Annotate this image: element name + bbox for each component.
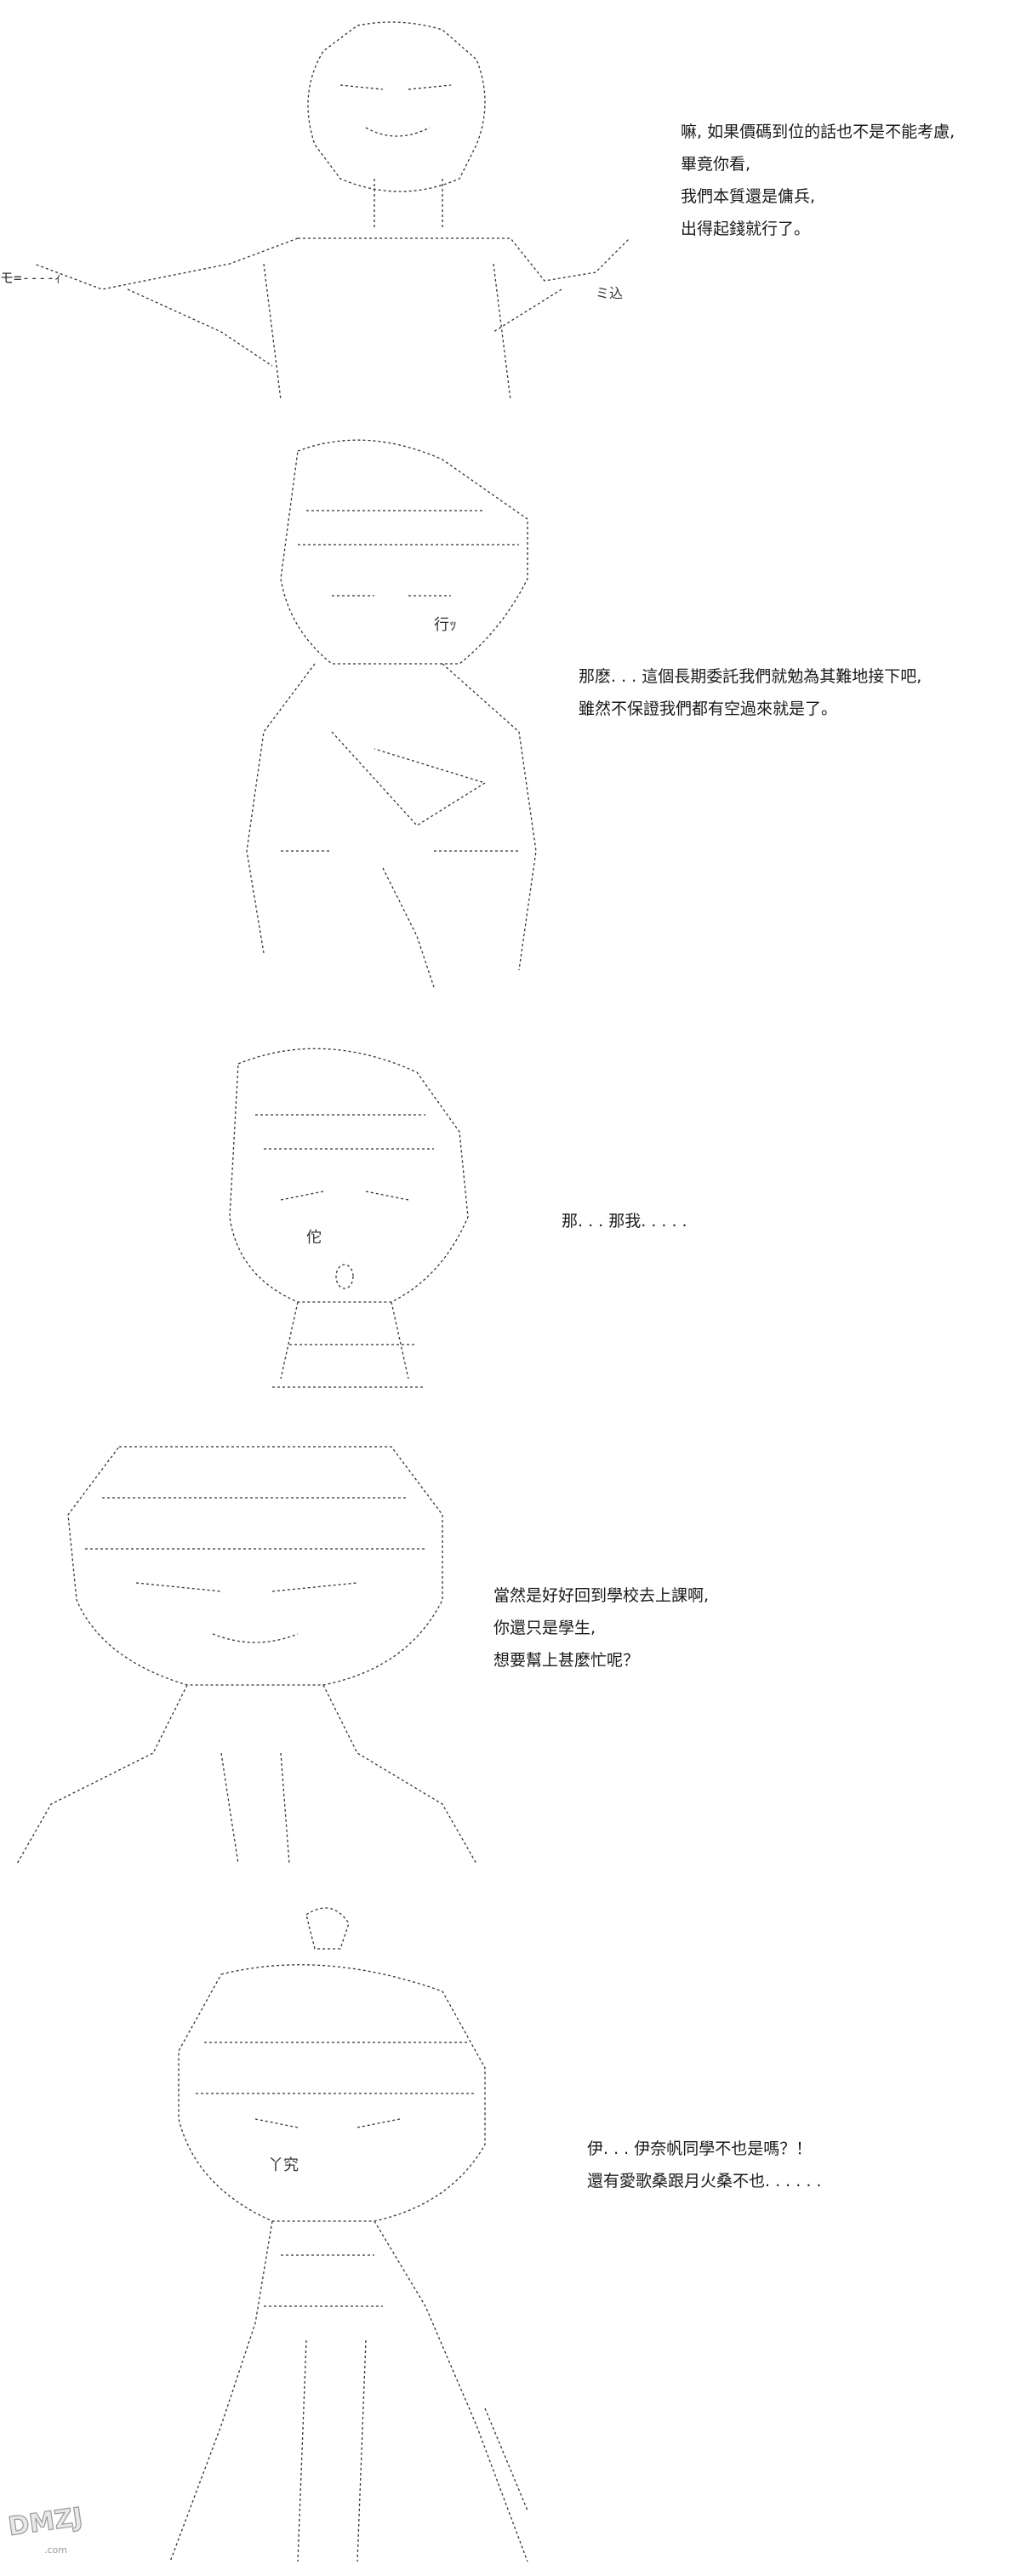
site-watermark-logo: DMZJ .com: [6, 2500, 88, 2568]
art-label-left: モ=----ｨ: [0, 270, 61, 286]
dialogue-box-1: 嘛, 如果價碼到位的話也不是不能考慮, 畢竟你看, 我們本質還是傭兵, 出得起錢…: [681, 116, 955, 245]
art-label-right: ミ込: [596, 285, 623, 301]
ascii-art-figure-surprised: 佗: [136, 1021, 519, 1404]
watermark-logo-text: DMZJ: [7, 2502, 84, 2542]
ascii-art-figure-standing: 丫究: [85, 1898, 562, 2570]
dialogue-line: 想要幫上甚麼忙呢？: [493, 1651, 640, 1670]
ascii-art-figure-shrugging: モ=----ｨ ミ込: [0, 9, 664, 400]
art-label: 行ｯ: [434, 616, 457, 634]
dialogue-line: 嘛, 如果價碼到位的話也不是不能考慮,: [681, 123, 955, 141]
panel-4: 當然是好好回到學校去上課啊, 你還只是學生, 想要幫上甚麼忙呢？: [0, 1421, 1021, 1889]
dialogue-line: 伊. . . 伊奈帆同學不也是嗎？！: [587, 2139, 813, 2158]
panel-2: 行ｯ 那麽. . . 這個長期委託我們就勉為其難地接下吧, 雖然不保證我們都有空…: [0, 408, 1021, 1004]
dialogue-line: 那麽. . . 這個長期委託我們就勉為其難地接下吧,: [579, 667, 922, 686]
dialogue-box-5: 伊. . . 伊奈帆同學不也是嗎？！ 還有愛歌桑跟月火桑不也. . . . . …: [587, 2133, 821, 2197]
panel-3: 佗 那. . . 那我. . . . .: [0, 1013, 1021, 1413]
dialogue-line: 當然是好好回到學校去上課啊,: [493, 1586, 710, 1605]
ascii-art-figure-smiling: [0, 1430, 485, 1881]
ascii-art-figure-arms-crossed: 行ｯ: [162, 426, 562, 996]
dialogue-line: 你還只是學生,: [493, 1619, 596, 1637]
dialogue-line: 我們本質還是傭兵,: [681, 187, 816, 206]
dialogue-line: 還有愛歌桑跟月火桑不也. . . . . .: [587, 2172, 822, 2190]
dialogue-box-2: 那麽. . . 這個長期委託我們就勉為其難地接下吧, 雖然不保證我們都有空過來就…: [579, 660, 921, 725]
panel-5: 丫究 伊. . . 伊奈帆同學不也是嗎？！ 還有愛歌桑跟月火桑不也. . . .…: [0, 1889, 1021, 2576]
dialogue-box-3: 那. . . 那我. . . . .: [562, 1205, 687, 1237]
dialogue-line: 出得起錢就行了。: [681, 220, 811, 238]
art-label: 丫究: [268, 2156, 299, 2174]
panel-1: モ=----ｨ ミ込 嘛, 如果價碼到位的話也不是不能考慮, 畢竟你看, 我們本…: [0, 0, 1021, 400]
dialogue-box-4: 當然是好好回到學校去上課啊, 你還只是學生, 想要幫上甚麼忙呢？: [493, 1579, 709, 1676]
dialogue-line: 畢竟你看,: [681, 155, 751, 174]
watermark-site-text: .com: [44, 2545, 67, 2556]
dialogue-line: 雖然不保證我們都有空過來就是了。: [579, 700, 838, 718]
dialogue-line: 那. . . 那我. . . . .: [562, 1212, 687, 1231]
art-label: 佗: [306, 1229, 322, 1247]
